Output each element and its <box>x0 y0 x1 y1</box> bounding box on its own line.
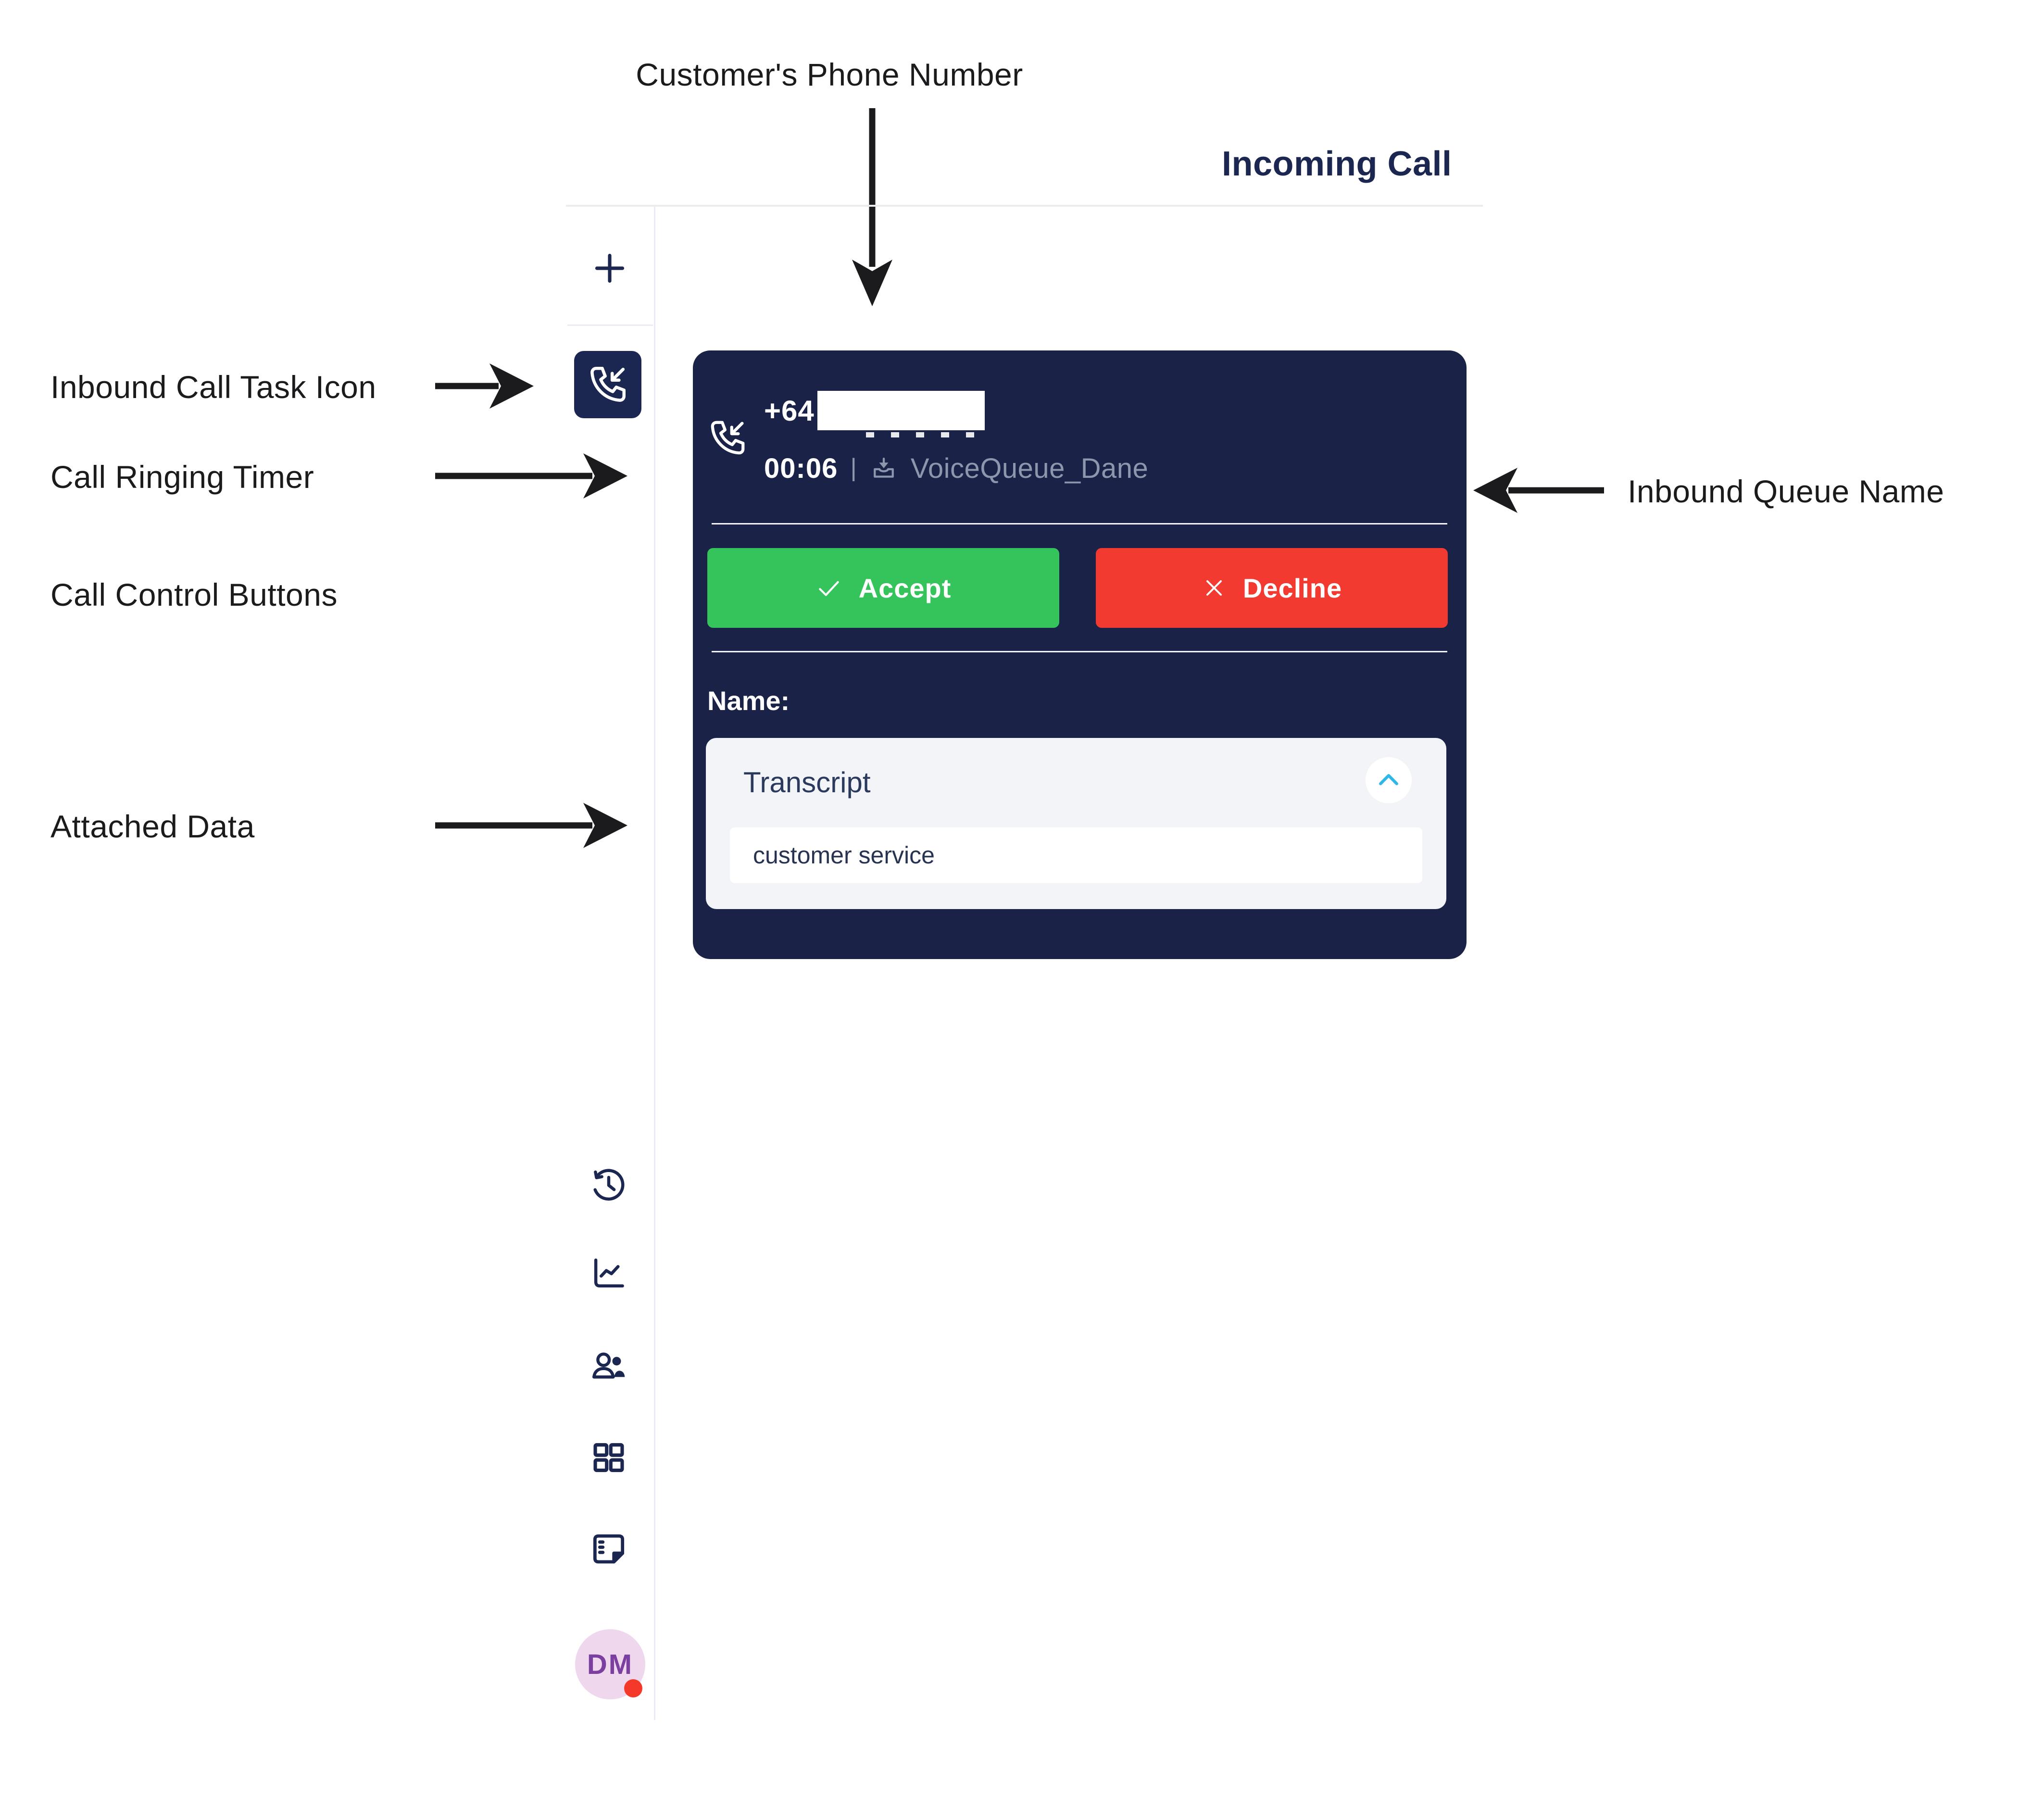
contacts-icon <box>592 1352 625 1379</box>
redacted-phone-number <box>817 391 985 430</box>
annotation-call-control-buttons: Call Control Buttons <box>50 577 338 612</box>
sidebar-item-contacts[interactable] <box>588 1345 629 1386</box>
call-status-row: 00:06 | VoiceQueue_Dane <box>764 452 1148 485</box>
annotation-inbound-call-task-icon: Inbound Call Task Icon <box>50 369 376 405</box>
sidebar-item-notes[interactable] <box>588 1528 629 1570</box>
card-divider-bottom <box>712 651 1447 652</box>
annotation-inbound-queue-name: Inbound Queue Name <box>1628 474 1944 509</box>
redacted-digits-remnant <box>866 432 984 437</box>
annotation-attached-data: Attached Data <box>50 809 255 844</box>
transcript-title: Transcript <box>743 766 871 798</box>
accept-button[interactable]: Accept <box>707 548 1059 628</box>
sidebar-item-inbound-call-task[interactable] <box>574 351 641 418</box>
user-avatar[interactable]: DM <box>575 1629 645 1699</box>
caller-number-row: +64 <box>764 391 985 430</box>
apps-grid-icon <box>593 1443 624 1472</box>
sidebar-divider <box>654 206 655 1720</box>
decline-label: Decline <box>1242 573 1342 603</box>
collapse-transcript-button[interactable] <box>1366 757 1412 803</box>
attached-data-panel: Transcript customer service <box>706 738 1446 909</box>
x-icon <box>1206 580 1222 596</box>
card-divider-top <box>712 523 1447 524</box>
caller-phone-number: +64 <box>764 394 815 427</box>
transcript-content: customer service <box>753 842 935 869</box>
inbound-call-icon <box>711 421 745 455</box>
header-divider <box>566 205 1483 207</box>
sidebar-section-divider <box>567 324 653 326</box>
avatar-initials: DM <box>587 1648 634 1680</box>
name-label: Name: <box>707 686 790 716</box>
separator: | <box>850 453 857 482</box>
plus-icon <box>595 253 625 283</box>
queue-download-icon <box>873 457 894 478</box>
arrow-to-ringing-timer <box>435 453 627 499</box>
chevron-up-icon <box>1379 774 1398 786</box>
page-title-incoming-call: Incoming Call <box>1222 145 1452 183</box>
arrow-down-to-phone-number <box>852 108 892 306</box>
analytics-icon <box>594 1258 624 1288</box>
inbound-call-icon <box>590 367 626 402</box>
history-icon <box>593 1169 625 1201</box>
arrow-to-queue-name <box>1473 468 1604 513</box>
ringing-timer: 00:06 <box>764 453 838 484</box>
sidebar-item-history[interactable] <box>588 1163 629 1204</box>
sidebar-item-analytics[interactable] <box>588 1252 629 1294</box>
arrow-to-attached-data <box>435 803 627 848</box>
annotation-customer-phone-number: Customer's Phone Number <box>636 57 1023 92</box>
add-task-button[interactable] <box>589 247 631 289</box>
status-dot <box>624 1679 642 1697</box>
arrow-to-task-icon <box>435 363 534 409</box>
notes-icon <box>593 1534 625 1564</box>
check-icon <box>818 581 839 596</box>
incoming-call-card: +64 00:06 | VoiceQueue_Dane Accept <box>693 350 1467 959</box>
accept-label: Accept <box>858 573 952 603</box>
sidebar-item-apps[interactable] <box>588 1437 629 1478</box>
transcript-value-box: customer service <box>730 827 1422 883</box>
annotation-call-ringing-timer: Call Ringing Timer <box>50 459 314 495</box>
inbound-queue-name: VoiceQueue_Dane <box>910 453 1149 484</box>
decline-button[interactable]: Decline <box>1096 548 1448 628</box>
